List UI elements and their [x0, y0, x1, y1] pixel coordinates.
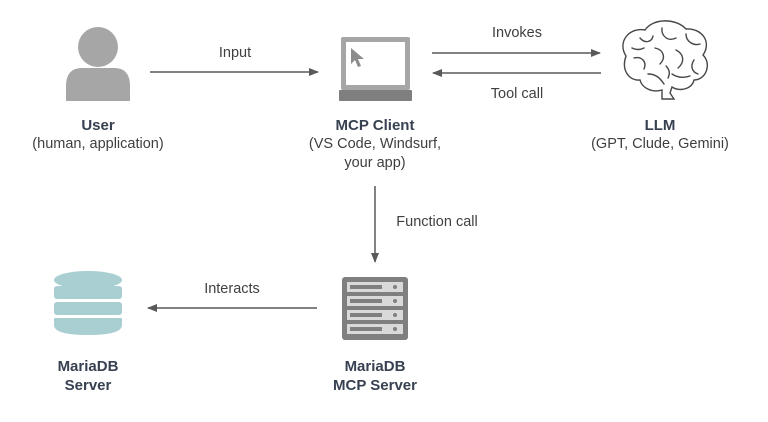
brain-icon: [622, 20, 708, 100]
user-silhouette-icon: [66, 27, 130, 101]
user-subtitle: (human, application): [32, 136, 164, 152]
input-label: Input: [218, 45, 252, 61]
function-call-label: Function call: [396, 214, 478, 230]
llm-title: LLM: [644, 117, 676, 134]
mariadb-server-title-line2: Server: [64, 377, 112, 394]
interacts-label: Interacts: [204, 281, 260, 297]
invokes-label: Invokes: [492, 25, 542, 41]
server-rack-icon: [342, 277, 408, 340]
mariadb-mcp-server-title-line2: MCP Server: [333, 377, 417, 394]
monitor-cursor-icon: [339, 37, 412, 101]
mcp-client-title: MCP Client: [335, 117, 415, 134]
mariadb-server-title-line1: MariaDB: [57, 358, 119, 375]
llm-subtitle: (GPT, Clude, Gemini): [591, 136, 729, 152]
database-cylinder-icon: [54, 271, 122, 335]
mcp-client-subtitle-line2: your app): [344, 155, 406, 171]
user-title: User: [81, 117, 115, 134]
tool-call-label: Tool call: [490, 86, 544, 102]
mcp-client-subtitle-line1: (VS Code, Windsurf,: [308, 136, 442, 152]
mariadb-mcp-server-title-line1: MariaDB: [344, 358, 406, 375]
